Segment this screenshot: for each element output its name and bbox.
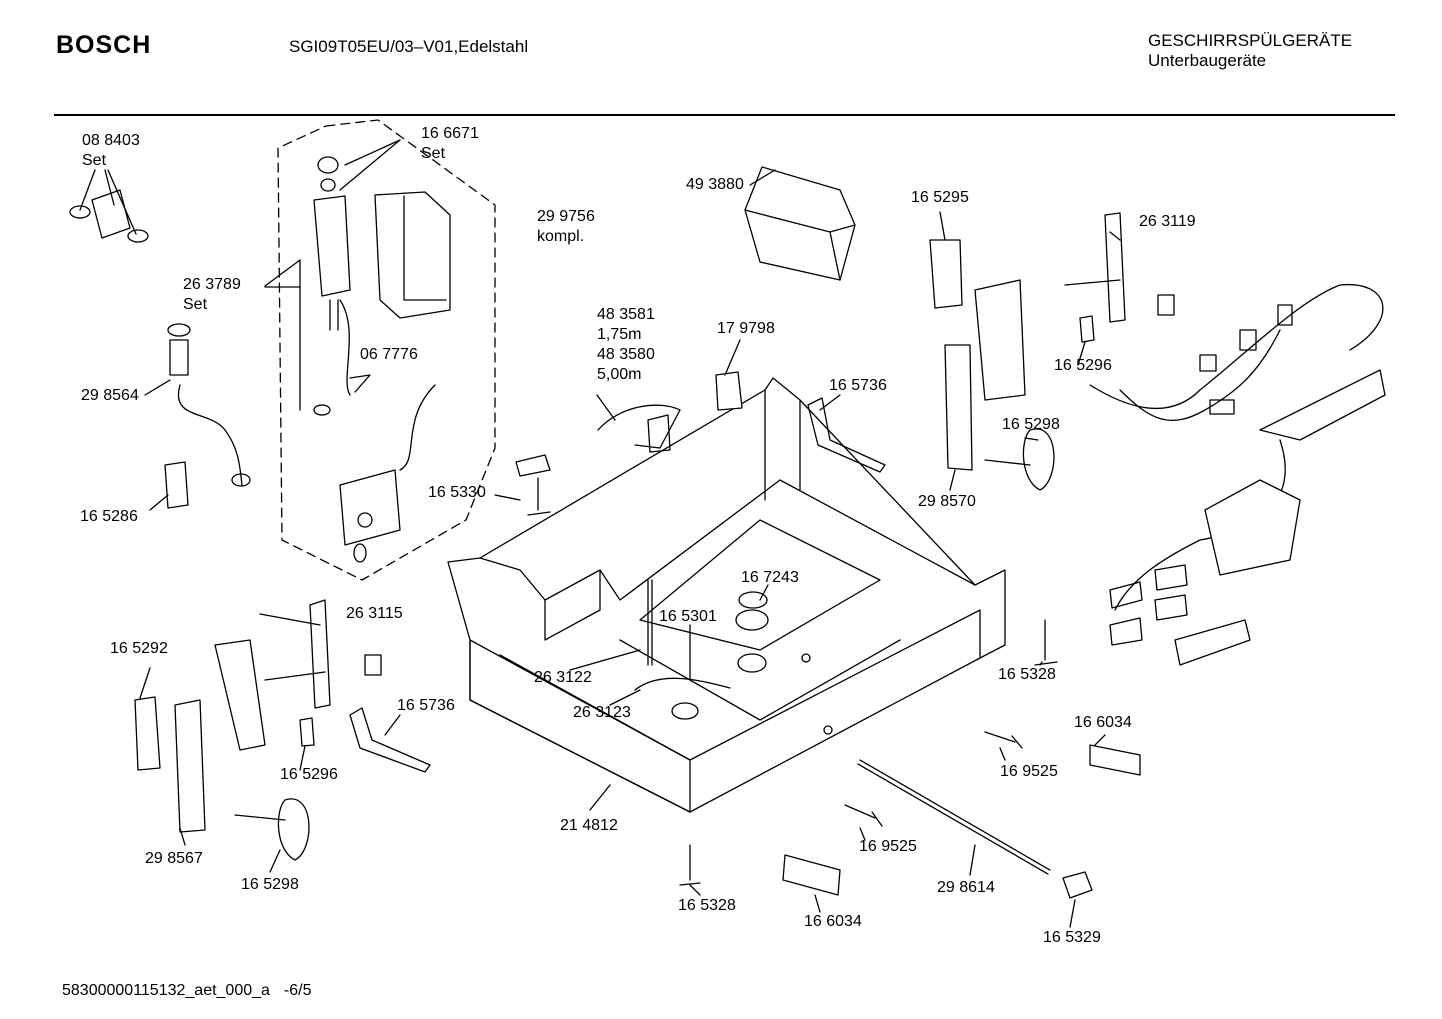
label-26-3119: 26 3119 — [1139, 213, 1196, 230]
rod-29-8614 — [857, 759, 1051, 875]
label-16-5329: 16 5329 — [1043, 929, 1101, 946]
plug-cube — [1157, 294, 1175, 316]
rod-16-5301 — [647, 579, 653, 666]
label-16-6034-right: 16 6034 — [1074, 714, 1132, 731]
assembly-dashed-outline — [277, 119, 496, 581]
label-16-5330: 16 5330 — [428, 484, 486, 501]
label-29-8570: 29 8570 — [918, 493, 976, 510]
category-title: GESCHIRRSPÜLGERÄTE Unterbaugeräte — [1148, 31, 1352, 71]
label-16-5296-top: 16 5296 — [1054, 357, 1112, 374]
label-29-8567: 29 8567 — [145, 850, 203, 867]
label-16-9525-right: 16 9525 — [1000, 763, 1058, 780]
label-26-3123: 26 3123 — [573, 704, 631, 721]
label-16-5298-top: 16 5298 — [1002, 416, 1060, 433]
brand-logo: BOSCH — [56, 31, 152, 59]
bracket-16-5295 — [929, 239, 963, 309]
label-16-5298-bottom: 16 5298 — [241, 876, 299, 893]
cable-48-3581 — [597, 404, 681, 449]
cover-16-5292 — [134, 696, 161, 771]
label-16-7243: 16 7243 — [741, 569, 799, 586]
seal-ring-16-7243 — [738, 591, 768, 609]
knob-16-5329 — [1062, 871, 1093, 899]
label-16-5286: 16 5286 — [80, 508, 138, 525]
bracket-26-3115 — [264, 599, 331, 709]
rail-16-6034-bottom — [782, 854, 841, 896]
control-module-49-3880 — [744, 166, 856, 281]
hose-29-8564 — [167, 323, 251, 487]
screw-16-9525-bottom — [844, 804, 883, 827]
label-06-7776: 06 7776 — [360, 346, 418, 363]
label-29-8564: 29 8564 — [81, 387, 139, 404]
valve-assembly — [264, 156, 451, 563]
label-16-5295: 16 5295 — [911, 189, 969, 206]
category-line-2: Unterbaugeräte — [1148, 51, 1267, 70]
heater-16-5736-bottom — [349, 707, 431, 773]
rail-16-6034-right — [1089, 744, 1141, 776]
label-16-6034-bottom: 16 6034 — [804, 913, 862, 930]
header-divider — [54, 114, 1395, 116]
label-17-9798: 17 9798 — [717, 320, 775, 337]
doc-id: 58300000115132_aet_000_a — [62, 982, 270, 999]
label-16-5301: 16 5301 — [659, 608, 717, 625]
switch-16-5330 — [515, 454, 551, 477]
heater-16-5736-top — [807, 397, 886, 473]
bracket-29-8567 — [174, 639, 266, 833]
label-29-8614: 29 8614 — [937, 879, 995, 896]
plug-16-5296-top — [1079, 315, 1095, 343]
label-16-9525-bottom: 16 9525 — [859, 838, 917, 855]
label-16-5328-right: 16 5328 — [998, 666, 1056, 683]
label-49-3880: 49 3880 — [686, 176, 744, 193]
screw-16-9525-right — [984, 731, 1023, 749]
bracket-26-3119 — [1064, 212, 1126, 323]
screw-16-5328-bottom — [679, 844, 701, 886]
clip-16-5286 — [164, 461, 189, 509]
model-number: SGI09T05EU/03–V01,Edelstahl — [289, 37, 529, 56]
label-21-4812: 21 4812 — [560, 817, 618, 834]
sensor-16-5298-top — [984, 428, 1055, 491]
page-number: -6/5 — [283, 982, 312, 999]
label-16-5296-bottom: 16 5296 — [280, 766, 338, 783]
label-16-5736-top: 16 5736 — [829, 377, 887, 394]
bracket-29-8570 — [944, 279, 1026, 471]
label-16-5328-bottom: 16 5328 — [678, 897, 736, 914]
label-16-5736-bottom: 16 5736 — [397, 697, 455, 714]
label-26-3122: 26 3122 — [534, 669, 592, 686]
plug-16-5296-bottom — [299, 717, 315, 747]
leader-lines — [139, 139, 1121, 928]
base-tub-21-4812 — [447, 377, 1006, 813]
label-16-5292: 16 5292 — [110, 640, 168, 657]
hose-set-08-8403 — [69, 169, 149, 243]
footer: 58300000115132_aet_000_a -6/5 — [62, 982, 312, 1000]
label-26-3115: 26 3115 — [346, 605, 403, 622]
category-line-1: GESCHIRRSPÜLGERÄTE — [1148, 31, 1353, 50]
sensor-16-5298-bottom — [234, 798, 310, 861]
cable-26-3123 — [634, 677, 731, 691]
wiring-harness — [1089, 283, 1386, 666]
screw-16-5328-right — [1034, 619, 1058, 666]
plug-cube-lower — [364, 654, 382, 676]
relay-17-9798 — [715, 371, 743, 411]
